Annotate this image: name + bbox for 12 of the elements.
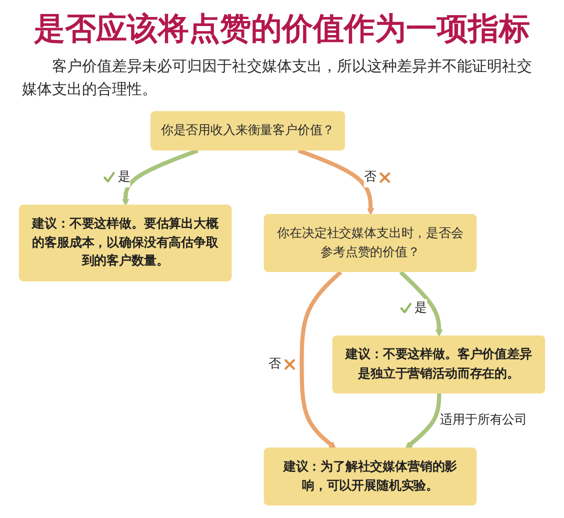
arrow (405, 394, 442, 450)
edge-label: 是 (414, 300, 428, 316)
caption: 客户价值差异未必可归因于社交媒体支出，所以这种差异并不能证明社交媒体支出的合理性。 (22, 56, 533, 100)
edge-label: 否 (268, 357, 282, 372)
title: 是否应该将点赞的价值作为一项指标 (33, 10, 531, 48)
arrow (300, 270, 342, 450)
edge-label: 否 (364, 170, 376, 184)
edge-label: 是 (118, 170, 130, 184)
arrow (399, 270, 443, 337)
arrow (298, 148, 374, 216)
arrow (122, 148, 198, 206)
edge-label: 适用于所有公司 (440, 413, 528, 428)
